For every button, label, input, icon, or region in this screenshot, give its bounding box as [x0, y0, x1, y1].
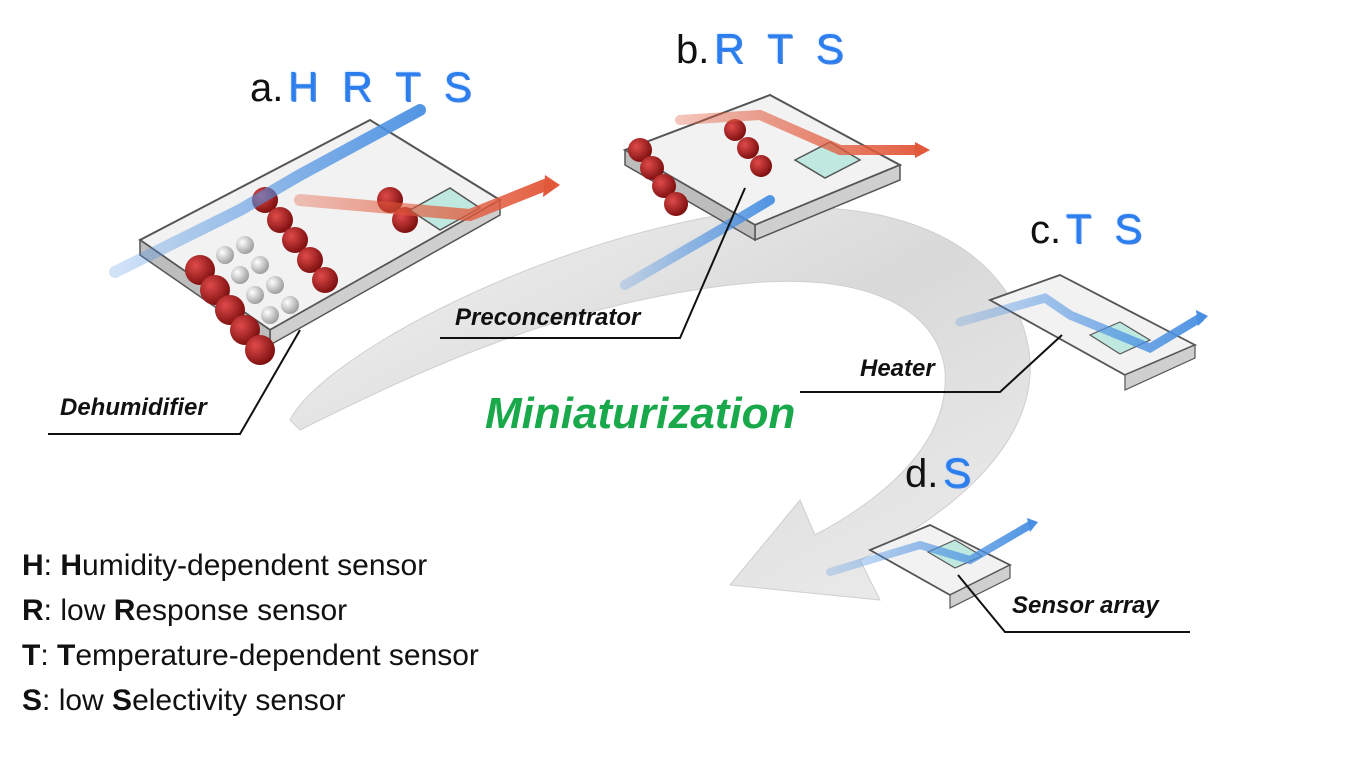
- stage-a-label: a. H R T S: [250, 63, 478, 110]
- legend-key: H: [22, 549, 44, 582]
- legend-initial: R: [113, 594, 136, 627]
- legend-item-s: S: low Selectivity sensor: [22, 684, 346, 717]
- stage-d-code: S: [942, 449, 977, 496]
- stage-d-prefix: d.: [905, 452, 939, 496]
- legend-item-r: R: low Response sensor: [22, 594, 348, 627]
- stage-a-prefix: a.: [250, 66, 284, 110]
- stage-b-code: R T S: [713, 25, 850, 72]
- legend: H: Humidity-dependent sensor R: low Resp…: [22, 546, 479, 726]
- stage-c-label: c. T S: [1030, 205, 1149, 252]
- miniaturization-label: Miniaturization: [485, 389, 796, 438]
- legend-initial: T: [57, 639, 76, 672]
- heater-label: Heater: [860, 355, 935, 382]
- legend-text: esponse sensor: [135, 594, 348, 627]
- legend-key: S: [22, 684, 43, 717]
- legend-text: emperature-dependent sensor: [75, 639, 479, 672]
- legend-key: T: [22, 639, 41, 672]
- stage-c-prefix: c.: [1030, 208, 1062, 252]
- dehumidifier-label: Dehumidifier: [60, 394, 207, 421]
- dehumidifier-cartridges: [185, 236, 299, 365]
- legend-text: electivity sensor: [132, 684, 346, 717]
- stage-a-code: H R T S: [287, 63, 478, 110]
- legend-initial: H: [60, 549, 83, 582]
- device-ts: [955, 274, 1208, 391]
- legend-lead: low: [58, 684, 113, 717]
- legend-key: R: [22, 594, 44, 627]
- callout-lines: [48, 187, 1190, 633]
- stage-b-label: b. R T S: [676, 25, 850, 72]
- legend-lead: low: [60, 594, 114, 627]
- device-s: [826, 518, 1038, 609]
- preconcentrator-label: Preconcentrator: [455, 304, 641, 331]
- legend-item-h: H: Humidity-dependent sensor: [22, 549, 428, 582]
- sensor-array-label: Sensor array: [1012, 592, 1159, 619]
- legend-text: umidity-dependent sensor: [82, 549, 428, 582]
- stage-d-label: d. S: [905, 449, 977, 496]
- legend-item-t: T: Temperature-dependent sensor: [22, 639, 479, 672]
- stage-b-prefix: b.: [676, 28, 710, 72]
- device-rts: [620, 93, 930, 290]
- device-hrts: [109, 104, 560, 365]
- legend-initial: S: [112, 684, 133, 717]
- stage-c-code: T S: [1065, 205, 1149, 252]
